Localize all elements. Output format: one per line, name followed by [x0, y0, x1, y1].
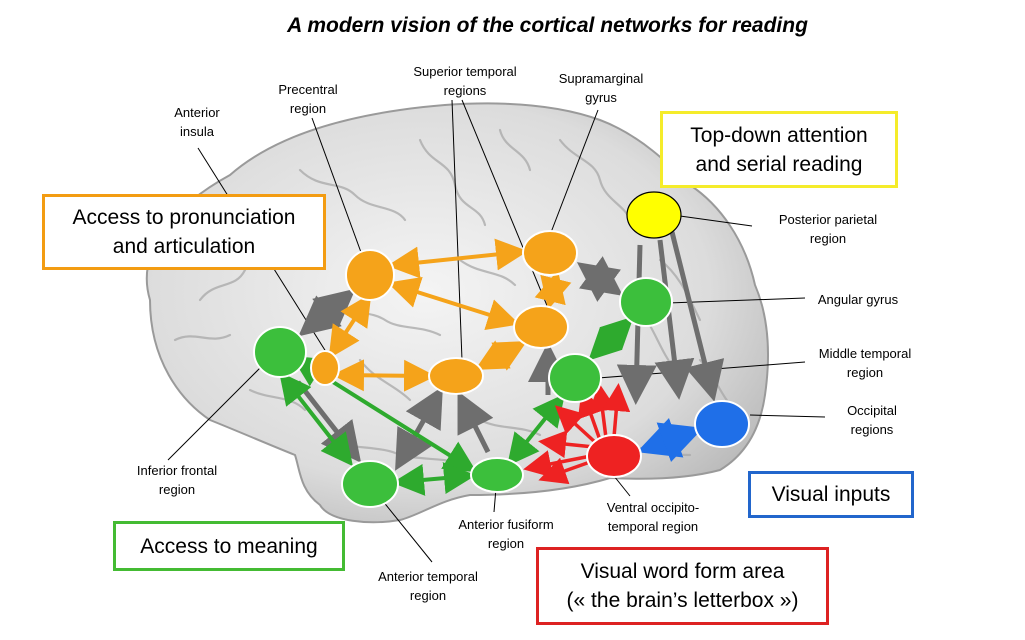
node-superior-temporal-anterior — [428, 357, 484, 395]
blue-arrow — [636, 418, 704, 462]
green-arrows — [279, 316, 634, 496]
label-supramarginal: Supramarginal gyrus — [558, 71, 644, 105]
node-anterior-insula — [310, 350, 340, 386]
label-posterior-parietal: Posterior parietal region — [778, 212, 878, 246]
label-precentral: Precentral region — [278, 82, 338, 116]
diagram-title: A modern vision of the cortical networks… — [287, 14, 808, 37]
label-inferior-frontal: Inferior frontal region — [136, 463, 218, 497]
box-vwfa: Visual word form area (« the brain’s let… — [536, 547, 829, 625]
node-ventral-occipito-temporal — [586, 434, 642, 478]
label-anterior-insula: Anterior insula — [174, 105, 220, 139]
box-attention: Top-down attention and serial reading — [660, 111, 898, 188]
box-visual-inputs: Visual inputs — [748, 471, 914, 518]
node-occipital — [694, 400, 750, 448]
node-supramarginal — [522, 230, 578, 276]
node-posterior-parietal — [626, 191, 682, 239]
label-superior-temporal: Superior temporal regions — [413, 64, 517, 98]
box-meaning: Access to meaning — [113, 521, 345, 571]
node-precentral — [345, 249, 395, 301]
node-anterior-temporal — [341, 460, 399, 508]
label-anterior-fusiform: Anterior fusiform region — [458, 517, 554, 551]
node-inferior-frontal — [253, 326, 307, 378]
node-middle-temporal — [548, 353, 602, 403]
red-arrows — [523, 383, 631, 485]
node-superior-temporal-posterior — [513, 305, 569, 349]
node-angular-gyrus — [619, 277, 673, 327]
region-nodes — [253, 191, 750, 508]
label-angular-gyrus: Angular gyrus — [817, 292, 899, 307]
label-anterior-temporal: Anterior temporal region — [378, 569, 478, 603]
label-ventral-occipito-temporal: Ventral occipito- temporal region — [606, 500, 700, 534]
label-middle-temporal: Middle temporal region — [818, 346, 912, 380]
box-pronunciation: Access to pronunciation and articulation — [42, 194, 326, 270]
label-occipital: Occipital regions — [847, 403, 897, 437]
node-anterior-fusiform — [470, 457, 524, 493]
